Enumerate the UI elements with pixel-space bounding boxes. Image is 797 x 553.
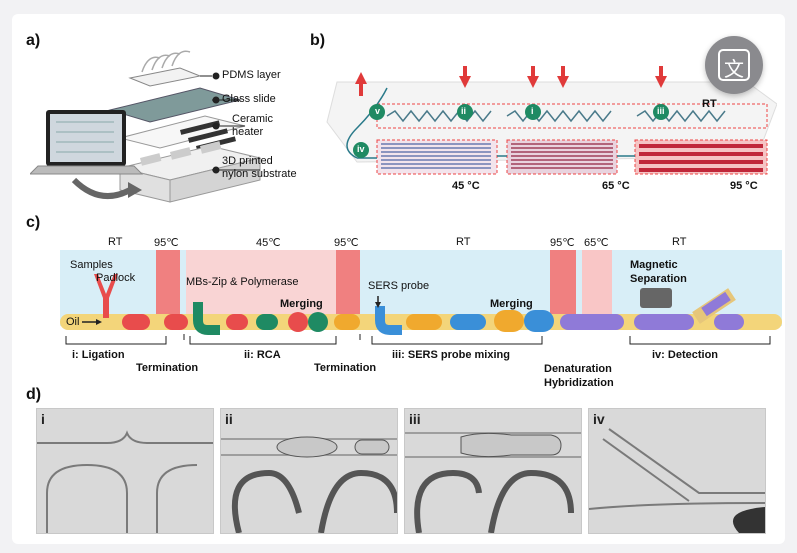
workflow-diagram <box>60 250 782 345</box>
micrograph-ii: ii <box>220 408 398 534</box>
station-v: v <box>375 106 381 116</box>
label-oil: Oil <box>66 316 80 328</box>
figure-card: a) <box>12 14 785 544</box>
label-termination-1: Termination <box>136 362 199 374</box>
label-ceramic-line1: Ceramic <box>232 113 273 125</box>
label-denaturation: Denaturation <box>544 363 612 375</box>
sers-drop-blue1 <box>450 314 486 330</box>
label-termination-2: Termination <box>314 362 377 374</box>
rca-drop-orange <box>334 314 360 330</box>
panel-d-label: d) <box>26 386 42 403</box>
micrograph-i: i <box>36 408 214 534</box>
rca-inlet <box>193 302 220 335</box>
step-rca: ii: RCA <box>244 349 281 361</box>
zone-temp-95-3: 95℃ <box>550 237 575 249</box>
translate-button[interactable]: 文 <box>705 36 763 94</box>
station-ii: ii <box>461 106 467 116</box>
label-glass-slide: Glass slide <box>222 93 276 105</box>
translate-icon <box>718 49 750 81</box>
heater-col-2 <box>336 250 360 326</box>
step-detection: iv: Detection <box>652 349 719 361</box>
micrograph-i-label: i <box>41 411 45 427</box>
heater-95 <box>634 139 768 175</box>
rca-drop-red1 <box>226 314 248 330</box>
label-samples: Samples <box>70 259 113 271</box>
label-ceramic-line2: heater <box>232 126 264 138</box>
label-merging-1: Merging <box>280 298 323 310</box>
micrograph-iii: iii <box>404 408 582 534</box>
detect-branch <box>701 291 731 317</box>
detect-drop1 <box>634 314 694 330</box>
label-45c: 45 °C <box>452 180 480 192</box>
assembly-arrow <box>71 177 132 199</box>
laptop-drawing <box>30 110 144 175</box>
glass-slide-drawing <box>108 87 242 123</box>
label-separation: Separation <box>630 273 687 285</box>
sers-drop-orange1 <box>406 314 442 330</box>
label-rt: RT <box>702 98 717 110</box>
sers-inlet <box>375 306 402 335</box>
heater-col-3 <box>550 250 576 326</box>
zone-45c <box>186 250 336 326</box>
chip-layout-diagram <box>326 66 777 175</box>
label-pdms-layer: PDMS layer <box>222 69 281 81</box>
heater-col-1 <box>156 250 180 326</box>
zone-temp-rt-2: RT <box>456 236 471 248</box>
label-hybridization: Hybridization <box>544 377 614 389</box>
inlet-arrows <box>355 66 667 96</box>
station-i: i <box>531 106 534 116</box>
rca-drop-green1 <box>256 314 278 330</box>
panel-b-label: b) <box>310 32 326 49</box>
zone-temp-65: 65℃ <box>584 237 609 249</box>
panel-a-label: a) <box>26 32 41 49</box>
label-magnetic: Magnetic <box>630 259 678 271</box>
label-nylon-substrate: 3D printed nylon substrate <box>222 155 297 181</box>
device-exploded-view <box>30 50 261 203</box>
nylon-substrate-drawing <box>119 141 261 203</box>
heater-col-4 <box>582 250 612 326</box>
rca-merge-red <box>288 312 308 332</box>
zone-temp-95-2: 95℃ <box>334 237 359 249</box>
heater-65 <box>506 139 618 175</box>
mixer-serpentines <box>386 109 726 123</box>
detect-drop2 <box>714 314 744 330</box>
label-95c: 95 °C <box>730 180 758 192</box>
micrograph-iii-label: iii <box>409 411 421 427</box>
panel-c-label: c) <box>26 214 41 231</box>
micrograph-ii-label: ii <box>225 411 233 427</box>
zone-temp-45: 45℃ <box>256 237 281 249</box>
step-sers-mixing: iii: SERS probe mixing <box>392 349 510 361</box>
label-merging-2: Merging <box>490 298 533 310</box>
label-nylon-line1: 3D printed <box>222 155 273 167</box>
pdms-layer-drawing <box>128 50 202 87</box>
station-iii: iii <box>657 106 665 116</box>
label-ceramic-heater: Ceramic heater <box>222 113 273 139</box>
rca-merge-green <box>308 312 328 332</box>
hybrid-drop <box>560 314 624 330</box>
step-ligation: i: Ligation <box>72 349 125 361</box>
station-iv: iv <box>357 144 365 154</box>
label-65c: 65 °C <box>602 180 630 192</box>
zone-temp-rt-1: RT <box>108 236 123 248</box>
step-brackets <box>65 334 771 345</box>
label-magnetic-separation: Magnetic Separation <box>630 258 687 286</box>
label-sers-probe: SERS probe <box>368 280 430 292</box>
label-nylon-line2: nylon substrate <box>222 168 297 180</box>
micrograph-iv-label: iv <box>593 411 605 427</box>
ligation-droplets <box>94 274 188 330</box>
micrograph-iv: iv <box>588 408 766 534</box>
label-mbs-zip: MBs-Zip & Polymerase <box>186 276 299 288</box>
sers-merge-blue <box>524 310 554 332</box>
zone-temp-rt-3: RT <box>672 236 687 248</box>
translate-glyph: 文 <box>724 57 744 81</box>
sers-merge-orange <box>494 310 524 332</box>
station-markers <box>353 104 669 158</box>
zone-temp-95-1: 95℃ <box>154 237 179 249</box>
magnet <box>640 288 672 308</box>
heater-45 <box>376 139 498 175</box>
label-padlock: Padlock <box>96 272 136 284</box>
channels <box>346 87 635 159</box>
